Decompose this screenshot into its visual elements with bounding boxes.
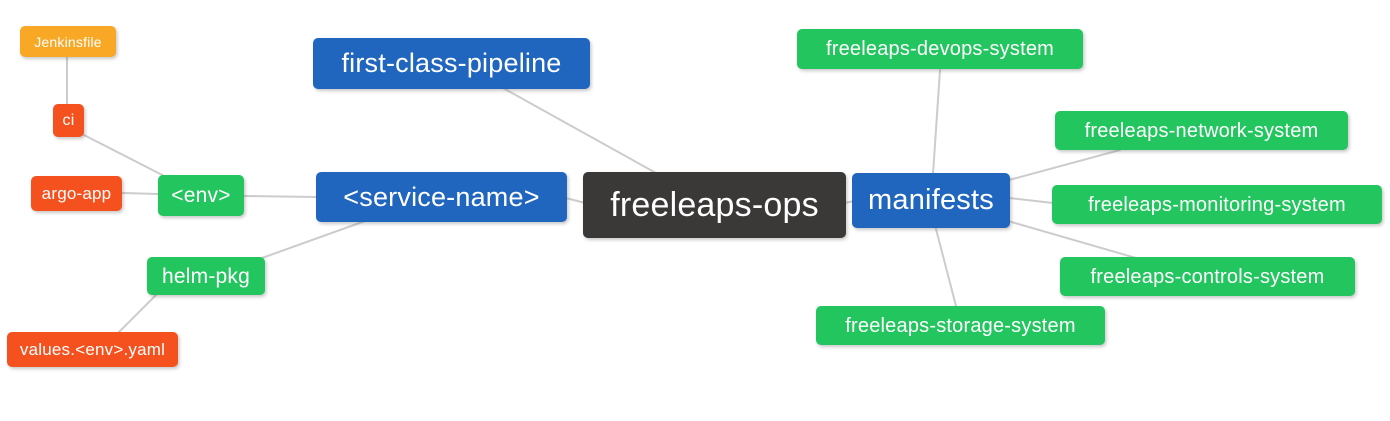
node-freeleaps-ops-root[interactable]: freeleaps-ops xyxy=(583,172,846,238)
node-helm-pkg[interactable]: helm-pkg xyxy=(147,257,265,295)
edge-ci-env xyxy=(81,133,173,181)
edge-env-servicename xyxy=(243,195,317,198)
node-values-env-yaml[interactable]: values.<env>.yaml xyxy=(7,332,178,367)
node-ci[interactable]: ci xyxy=(53,104,84,137)
edge-values-helmpkg xyxy=(117,294,157,334)
edge-manifests-network xyxy=(1008,149,1121,181)
node-env[interactable]: <env> xyxy=(158,175,244,216)
node-freeleaps-devops-system[interactable]: freeleaps-devops-system xyxy=(797,29,1083,69)
edge-helmpkg-servicename xyxy=(261,220,366,259)
edge-argoapp-env xyxy=(121,192,159,195)
node-freeleaps-storage-system[interactable]: freeleaps-storage-system xyxy=(816,306,1105,345)
edge-manifests-monitoring xyxy=(1008,197,1054,204)
node-freeleaps-controls-system[interactable]: freeleaps-controls-system xyxy=(1060,257,1355,296)
edge-manifests-storage xyxy=(935,228,957,307)
node-freeleaps-monitoring-system[interactable]: freeleaps-monitoring-system xyxy=(1052,185,1382,224)
edge-manifests-controls xyxy=(1007,220,1137,259)
edge-pipeline-root xyxy=(502,87,657,174)
node-service-name[interactable]: <service-name> xyxy=(316,172,567,222)
node-argo-app[interactable]: argo-app xyxy=(31,176,122,211)
node-manifests[interactable]: manifests xyxy=(852,173,1010,228)
node-first-class-pipeline[interactable]: first-class-pipeline xyxy=(313,38,590,89)
node-freeleaps-network-system[interactable]: freeleaps-network-system xyxy=(1055,111,1348,150)
edge-manifests-devops xyxy=(932,69,941,175)
node-jenkinsfile[interactable]: Jenkinsfile xyxy=(20,26,116,57)
